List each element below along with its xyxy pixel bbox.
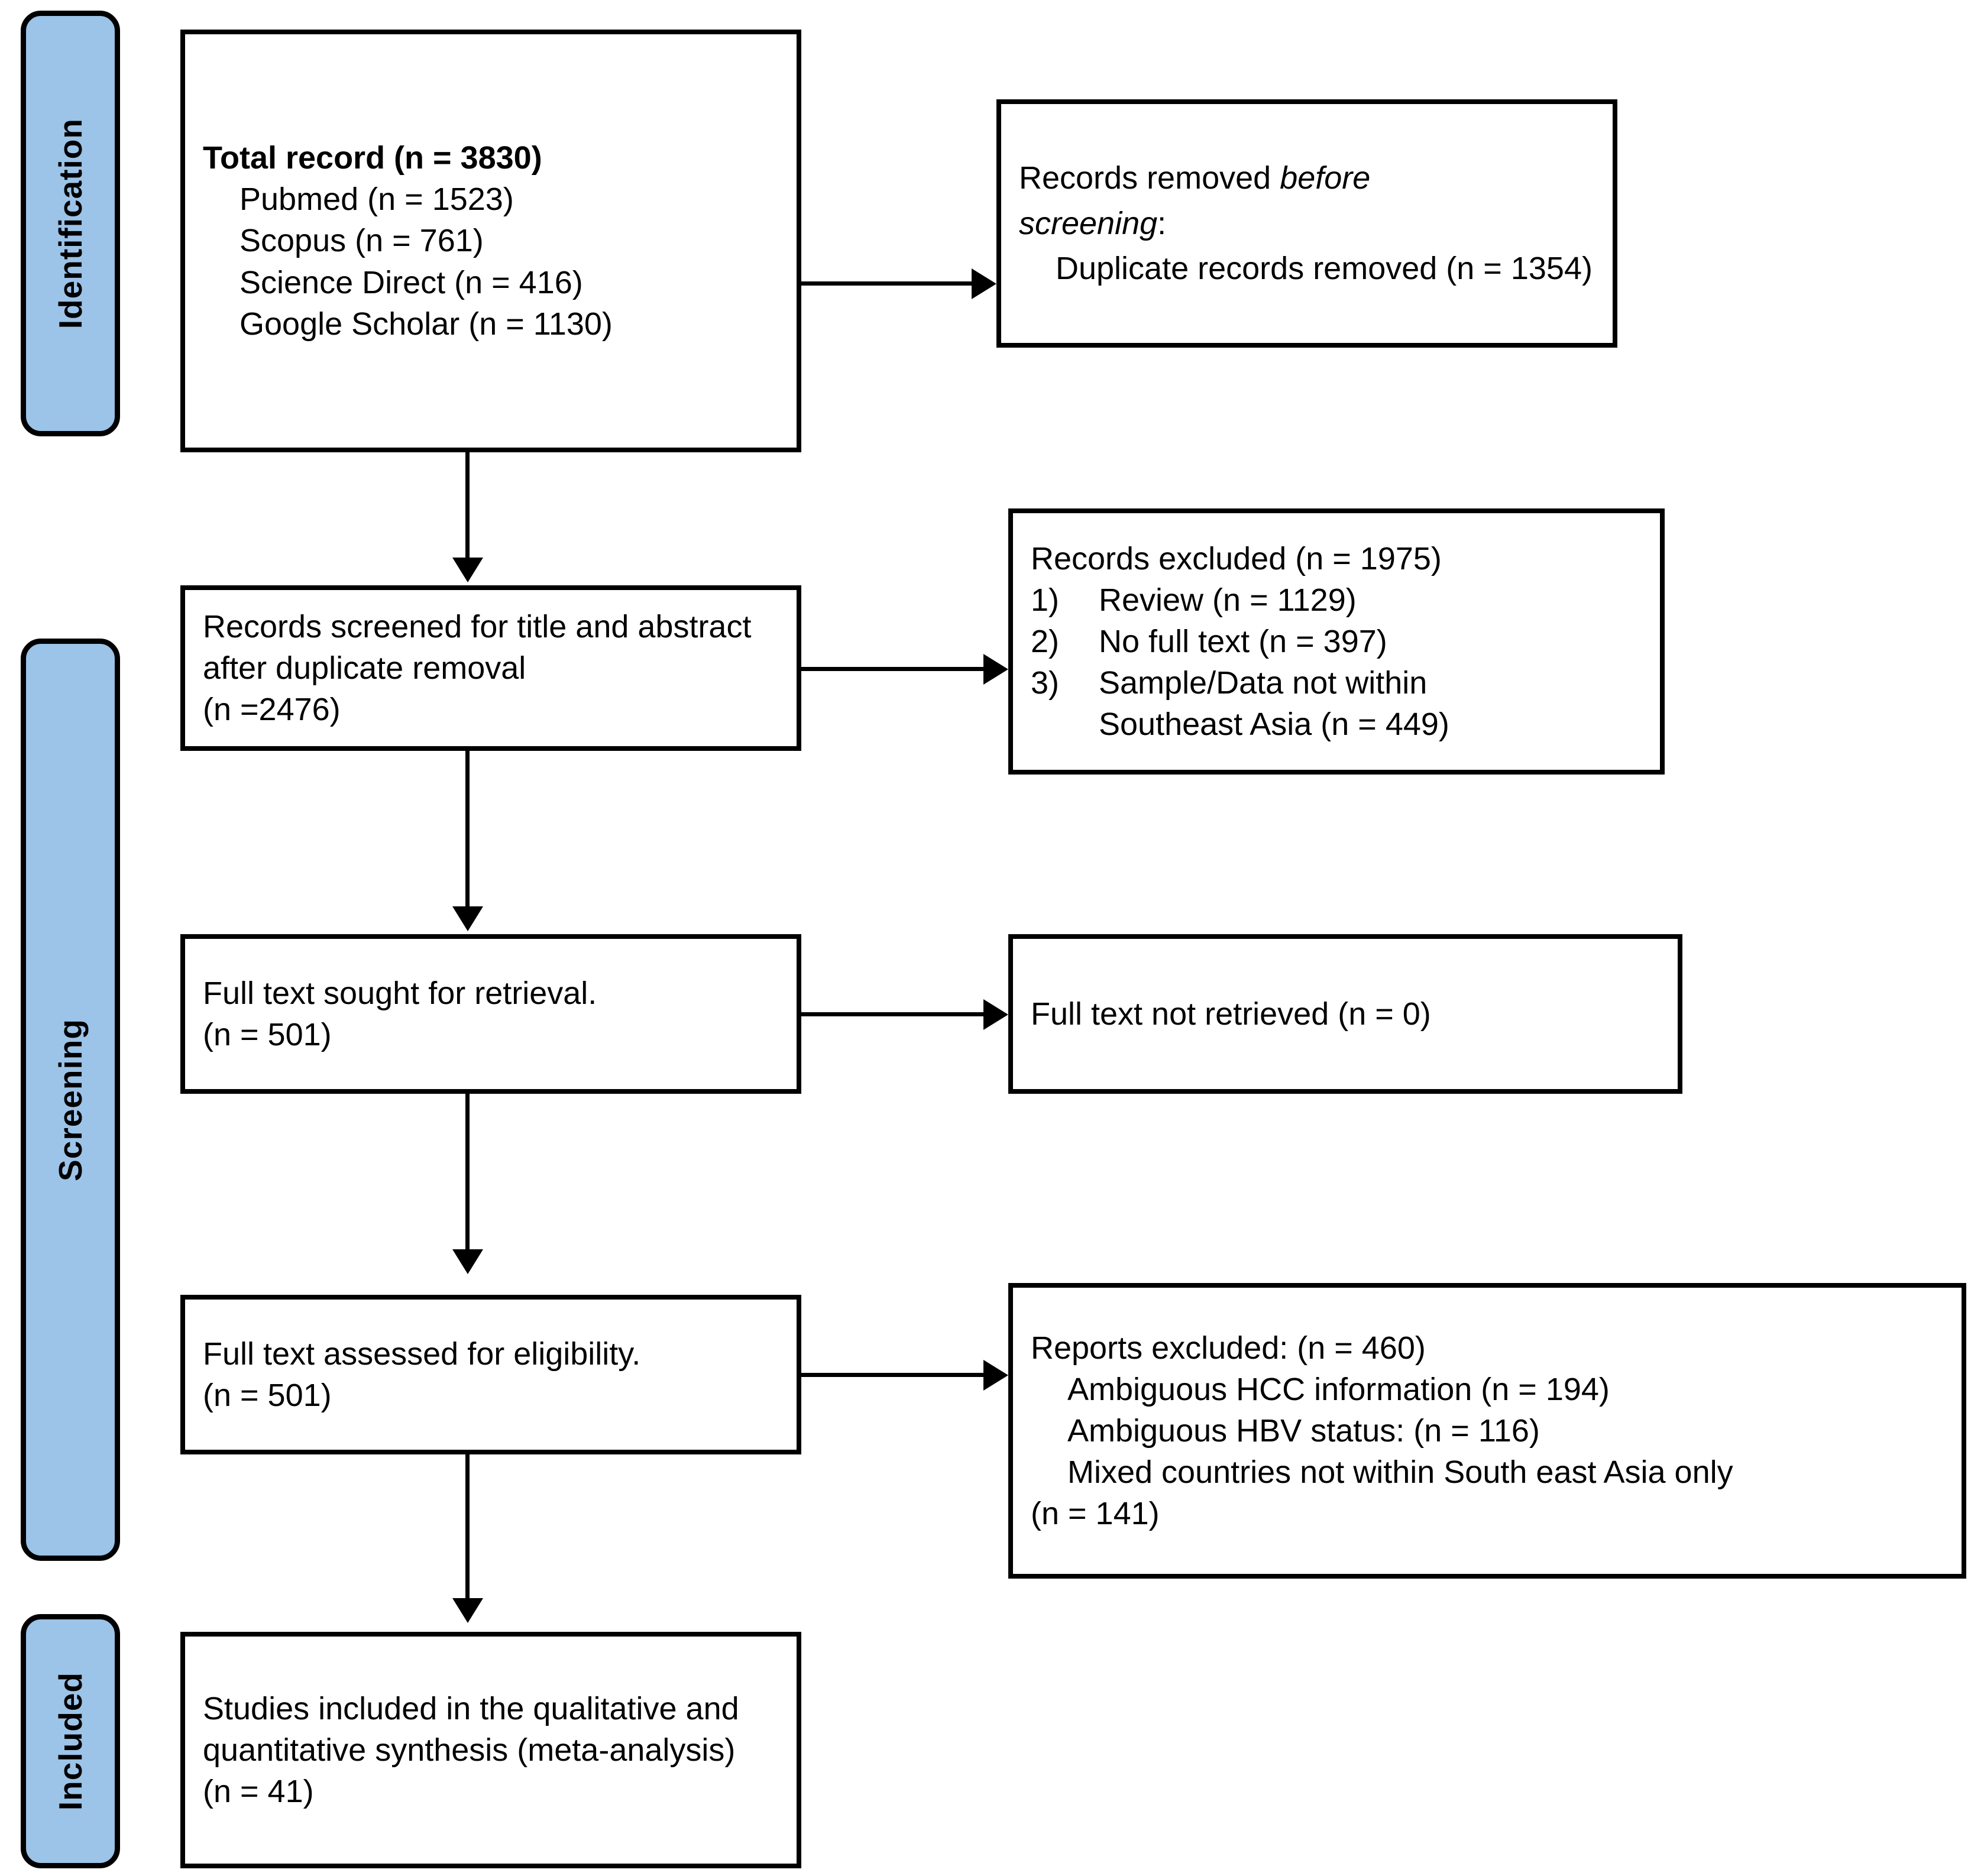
- records-excluded-reason-3-number: 3): [1031, 665, 1060, 701]
- reports-excluded-reason-mixed-countries-count: (n = 141): [1031, 1496, 1160, 1532]
- records-removed-line2: screening:: [1019, 201, 1595, 247]
- box-records-excluded: Records excluded (n = 1975) 1) Review (n…: [1008, 508, 1665, 775]
- box-total-record-content: Total record (n = 3830) Pubmed (n = 1523…: [185, 137, 797, 345]
- box-records-screened: Records screened for title and abstract …: [180, 585, 801, 751]
- connector-full-text-assessed-to-studies-included: [465, 1454, 470, 1599]
- box-full-text-sought-content: Full text sought for retrieval. (n = 501…: [185, 973, 797, 1055]
- total-record-source-science-direct: Science Direct (n = 416): [239, 264, 583, 300]
- box-studies-included: Studies included in the qualitative and …: [180, 1632, 801, 1868]
- total-record-source-scopus: Scopus (n = 761): [239, 223, 484, 259]
- box-records-removed-content: Records removed before screening: Duplic…: [1001, 155, 1613, 291]
- arrowhead-total-record-to-records-screened: [452, 558, 483, 582]
- records-excluded-reason-3: 3) Sample/Data not within Southeast Asia…: [1031, 662, 1642, 745]
- records-removed-colon: :: [1157, 205, 1167, 241]
- box-reports-excluded: Reports excluded: (n = 460) Ambiguous HC…: [1008, 1283, 1966, 1579]
- box-full-text-assessed: Full text assessed for eligibility. (n =…: [180, 1295, 801, 1454]
- reports-excluded-reason-mixed-countries: Mixed countries not within South east As…: [1067, 1454, 1733, 1491]
- box-records-excluded-content: Records excluded (n = 1975) 1) Review (n…: [1013, 538, 1660, 746]
- full-text-not-retrieved-line1: Full text not retrieved (n = 0): [1031, 996, 1431, 1032]
- arrowhead-full-text-sought-to-not-retrieved: [983, 999, 1008, 1030]
- records-removed-text-italic-before: before: [1280, 160, 1371, 196]
- connector-records-screened-to-records-excluded: [801, 667, 985, 671]
- box-reports-excluded-content: Reports excluded: (n = 460) Ambiguous HC…: [1013, 1327, 1962, 1535]
- reports-excluded-reason-hbv: Ambiguous HBV status: (n = 116): [1067, 1412, 1540, 1449]
- records-excluded-reason-3-continuation: Southeast Asia (n = 449): [1099, 707, 1449, 743]
- connector-full-text-sought-to-not-retrieved: [801, 1012, 985, 1016]
- total-record-source-google-scholar: Google Scholar (n = 1130): [239, 306, 613, 342]
- box-full-text-not-retrieved-content: Full text not retrieved (n = 0): [1013, 993, 1678, 1035]
- box-records-removed-before-screening: Records removed before screening: Duplic…: [996, 99, 1617, 348]
- records-excluded-reason-1: 1) Review (n = 1129): [1031, 579, 1642, 621]
- connector-total-record-to-records-removed: [801, 281, 973, 286]
- connector-full-text-sought-to-assessed: [465, 1094, 470, 1250]
- total-record-source-pubmed: Pubmed (n = 1523): [239, 182, 514, 218]
- arrowhead-full-text-sought-to-assessed: [452, 1249, 483, 1274]
- records-screened-line1: Records screened for title and abstract …: [203, 608, 752, 686]
- phase-bar-included: Included: [21, 1614, 120, 1868]
- records-removed-line1: Records removed before: [1019, 155, 1595, 201]
- connector-records-screened-to-full-text-sought: [465, 751, 470, 908]
- box-full-text-not-retrieved: Full text not retrieved (n = 0): [1008, 934, 1682, 1094]
- phase-bar-identification: Identification: [21, 11, 120, 436]
- arrowhead-records-screened-to-records-excluded: [983, 654, 1008, 685]
- records-excluded-heading: Records excluded (n = 1975): [1031, 540, 1442, 576]
- arrowhead-total-record-to-records-removed: [972, 268, 996, 299]
- records-screened-count: (n =2476): [203, 692, 341, 728]
- full-text-assessed-count: (n = 501): [203, 1378, 332, 1413]
- total-record-heading: Total record (n = 3830): [203, 140, 542, 176]
- reports-excluded-reason-hcc: Ambiguous HCC information (n = 194): [1067, 1371, 1610, 1407]
- records-removed-duplicate-detail: Duplicate records removed (n = 1354): [1056, 251, 1593, 287]
- records-excluded-reason-1-number: 1): [1031, 582, 1060, 618]
- records-excluded-reason-1-text: Review (n = 1129): [1099, 582, 1357, 618]
- box-records-screened-content: Records screened for title and abstract …: [185, 606, 797, 731]
- records-excluded-reason-2: 2) No full text (n = 397): [1031, 621, 1642, 662]
- box-total-record: Total record (n = 3830) Pubmed (n = 1523…: [180, 30, 801, 452]
- arrowhead-full-text-assessed-to-reports-excluded: [983, 1360, 1008, 1391]
- arrowhead-records-screened-to-full-text-sought: [452, 906, 483, 931]
- reports-excluded-heading: Reports excluded: (n = 460): [1031, 1330, 1426, 1366]
- records-removed-text-italic-screening: screening: [1019, 205, 1158, 241]
- records-excluded-reason-2-number: 2): [1031, 623, 1060, 659]
- box-studies-included-content: Studies included in the qualitative and …: [185, 1688, 797, 1813]
- phase-bar-screening: Screening: [21, 639, 120, 1561]
- phase-label-included: Included: [51, 1671, 89, 1811]
- arrowhead-full-text-assessed-to-studies-included: [452, 1598, 483, 1623]
- records-excluded-reason-2-text: No full text (n = 397): [1099, 623, 1387, 659]
- phase-label-screening: Screening: [51, 1018, 89, 1181]
- records-excluded-reason-3-text: Sample/Data not within: [1099, 665, 1428, 701]
- full-text-sought-line1: Full text sought for retrieval.: [203, 975, 597, 1011]
- studies-included-count: (n = 41): [203, 1774, 314, 1810]
- records-excluded-reason-3-text-wrap: Sample/Data not within Southeast Asia (n…: [1099, 662, 1642, 745]
- full-text-sought-count: (n = 501): [203, 1017, 332, 1052]
- phase-label-identification: Identification: [51, 118, 89, 329]
- records-removed-text-plain: Records removed: [1019, 160, 1280, 196]
- box-full-text-assessed-content: Full text assessed for eligibility. (n =…: [185, 1333, 797, 1416]
- connector-full-text-assessed-to-reports-excluded: [801, 1373, 985, 1377]
- connector-total-record-to-records-screened: [465, 452, 470, 559]
- full-text-assessed-line1: Full text assessed for eligibility.: [203, 1336, 641, 1372]
- box-full-text-sought: Full text sought for retrieval. (n = 501…: [180, 934, 801, 1094]
- studies-included-line1: Studies included in the qualitative and …: [203, 1690, 739, 1768]
